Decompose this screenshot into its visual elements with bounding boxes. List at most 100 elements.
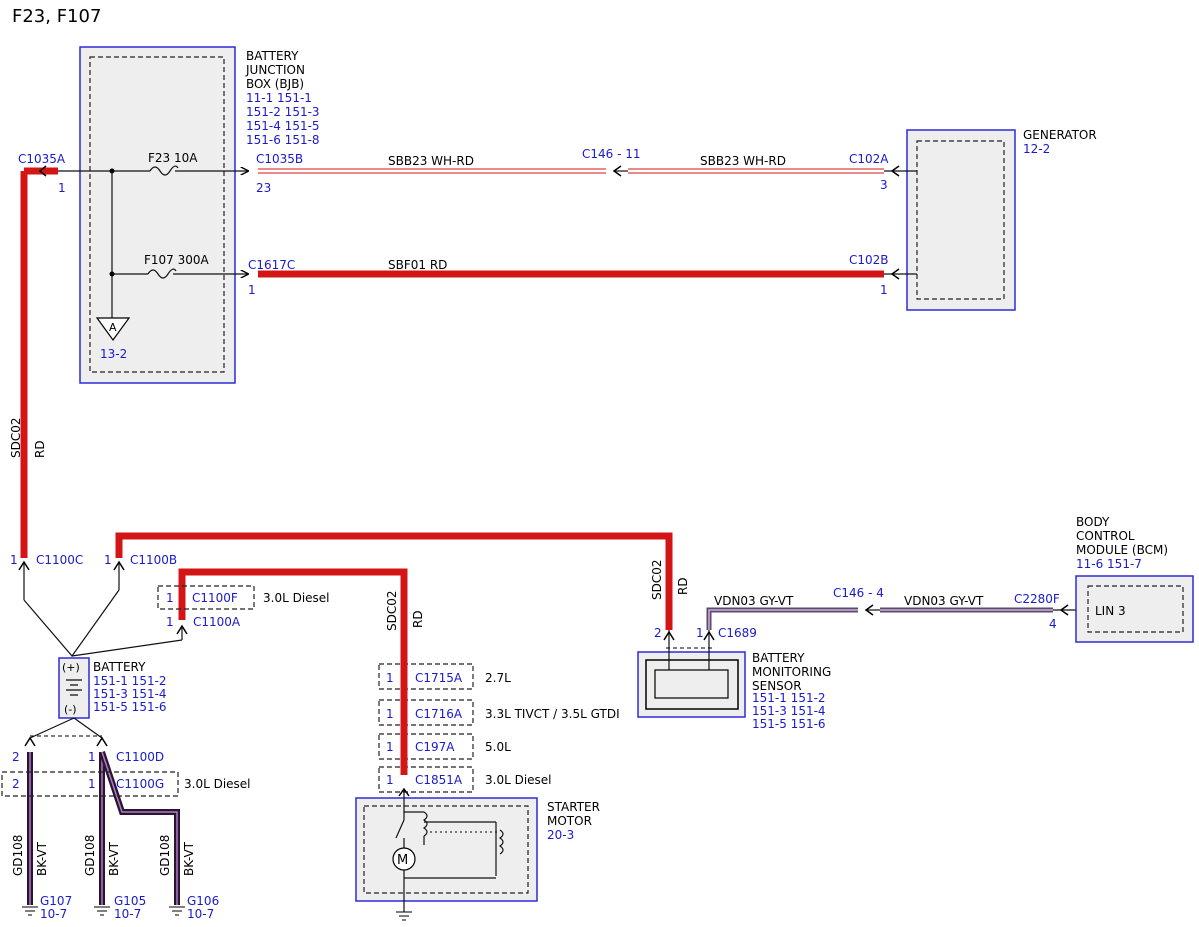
wire-gd108-1-label: GD108 [11, 835, 25, 876]
connector-c1689-pin1: 1 [696, 626, 704, 640]
connector-c197a: C197A [415, 740, 455, 754]
connector-c1100g-pin1: 1 [88, 777, 96, 791]
connector-c1689: C1689 [718, 626, 757, 640]
battery-ref-1: 151-1 151-2 [93, 674, 167, 688]
wire-gd108-3-label: GD108 [158, 835, 172, 876]
wire-bkvt-2-label: BK-VT [107, 841, 121, 876]
bjb-inner-dash [89, 56, 225, 373]
fuse-f23-icon [149, 165, 179, 176]
connector-c1100b: C1100B [130, 553, 177, 567]
starter-name-1: STARTER [547, 800, 600, 814]
connector-c102b-pin: 1 [880, 283, 888, 297]
connector-c1100d: C1100D [116, 750, 164, 764]
ground-a-triangle-icon [95, 317, 131, 342]
bcm-box [1075, 575, 1194, 643]
bms-box [637, 651, 746, 718]
bjb-ref-3: 151-4 151-5 [246, 119, 320, 133]
motor-circle-icon [392, 847, 416, 871]
bms-ref-1: 151-1 151-2 [752, 691, 826, 705]
wire-gd108-2-label: GD108 [83, 835, 97, 876]
fuse-f23-label: F23 10A [148, 151, 198, 165]
connector-c1100a-pin: 1 [166, 615, 174, 629]
generator-box [906, 129, 1016, 311]
connector-c197a-pin: 1 [386, 740, 394, 754]
bcm-inner-dash [1087, 585, 1184, 633]
motor-letter: M [397, 853, 408, 868]
bms-body [645, 659, 739, 710]
ground-g107: G107 [40, 894, 72, 908]
bcm-name-2: CONTROL [1076, 529, 1135, 543]
connector-c1617c-pin: 1 [248, 283, 256, 297]
fuse-f107-label: F107 300A [144, 253, 210, 267]
starter-box [355, 797, 538, 902]
connector-c1100g-note: 3.0L Diesel [184, 777, 251, 791]
wire-sbb23 [258, 165, 917, 177]
connector-c1715a-note: 2.7L [485, 671, 511, 685]
c102b-arrow-icon [890, 268, 900, 280]
bjb-name-3: BOX (BJB) [246, 77, 304, 91]
connector-c146-11: C146 - 11 [582, 147, 641, 161]
bjb-ref-4: 151-6 151-8 [246, 133, 320, 147]
connector-c1100f-box [157, 585, 255, 610]
wire-sdc02-b [115, 532, 673, 630]
ground-g107-ref: 10-7 [40, 907, 67, 921]
bcm-name-1: BODY [1076, 515, 1110, 529]
connector-c1716a-pin: 1 [386, 707, 394, 721]
wire-bkvt-1-label: BK-VT [35, 841, 49, 876]
connector-c1851a-note: 3.0L Diesel [485, 773, 552, 787]
bjb-pin-arrows [38, 165, 47, 177]
starter-ref: 20-3 [547, 828, 574, 842]
connector-c1100b-pin: 1 [104, 553, 112, 567]
wire-rd-b-label: RD [676, 577, 690, 595]
battery-name: BATTERY [93, 660, 146, 674]
bjb-internal-wiring [40, 165, 248, 342]
bms-ref-2: 151-3 151-4 [752, 704, 826, 718]
connector-c2280f-pin: 4 [1049, 617, 1057, 631]
ground-wires-bkvt [27, 751, 180, 905]
starter-internal-wiring [395, 787, 504, 921]
ground-g105-ref: 10-7 [114, 907, 141, 921]
connector-c1035b: C1035B [256, 152, 303, 166]
connector-c2280f: C2280F [1014, 592, 1060, 606]
bcm-name-3: MODULE (BCM) [1076, 543, 1168, 557]
connector-c1035a-pin: 1 [58, 181, 66, 195]
wire-rd-a-label: RD [33, 440, 47, 458]
connector-c1035b-pin: 23 [256, 181, 271, 195]
wire-sbb23-right-label: SBB23 WH-RD [700, 154, 786, 168]
ground-g106-ref: 10-7 [187, 907, 214, 921]
wire-sbf01-label: SBF01 RD [388, 258, 447, 272]
wire-sdc02-a-label: SDC02 [9, 417, 23, 458]
ground-g105: G105 [114, 894, 146, 908]
connector-c102a: C102A [849, 152, 889, 166]
bms-name-3: SENSOR [752, 679, 802, 693]
connector-c1851a: C1851A [415, 773, 463, 787]
battery-ref-3: 151-5 151-6 [93, 700, 167, 714]
bjb-name-2: JUNCTION [245, 63, 305, 77]
ground-a-ref: 13-2 [100, 347, 127, 361]
wire-vdn03-right-label: VDN03 GY-VT [904, 594, 984, 608]
connector-c1100d-pin2: 2 [12, 750, 20, 764]
connector-c1715a: C1715A [415, 671, 463, 685]
connector-c1716a-note: 3.3L TIVCT / 3.5L GTDI [485, 707, 620, 721]
bms-name-1: BATTERY [752, 651, 805, 665]
battery-connector-arrows [18, 560, 188, 657]
bms-ref-3: 151-5 151-6 [752, 717, 826, 731]
connector-c1035a: C1035A [18, 152, 66, 166]
connector-c1716a: C1716A [415, 707, 463, 721]
connector-c1851a-pin: 1 [386, 773, 394, 787]
wire-vdn03-left-label: VDN03 GY-VT [714, 594, 794, 608]
connector-c1100g-box [1, 771, 179, 797]
wire-sdc02-c-label: SDC02 [385, 590, 399, 631]
connector-c1617c: C1617C [248, 258, 295, 272]
bjb-box [79, 46, 236, 384]
bjb-ref-2: 151-2 151-3 [246, 105, 320, 119]
connector-c197a-note: 5.0L [485, 740, 511, 754]
generator-name: GENERATOR [1023, 128, 1097, 142]
connector-c102b: C102B [849, 253, 889, 267]
bjb-name-1: BATTERY [246, 49, 299, 63]
battery-plus: (+) [62, 661, 80, 674]
connector-c1100f-note: 3.0L Diesel [263, 591, 330, 605]
starter-connector-stack [378, 663, 474, 793]
bcm-pin-label: LIN 3 [1095, 604, 1126, 618]
